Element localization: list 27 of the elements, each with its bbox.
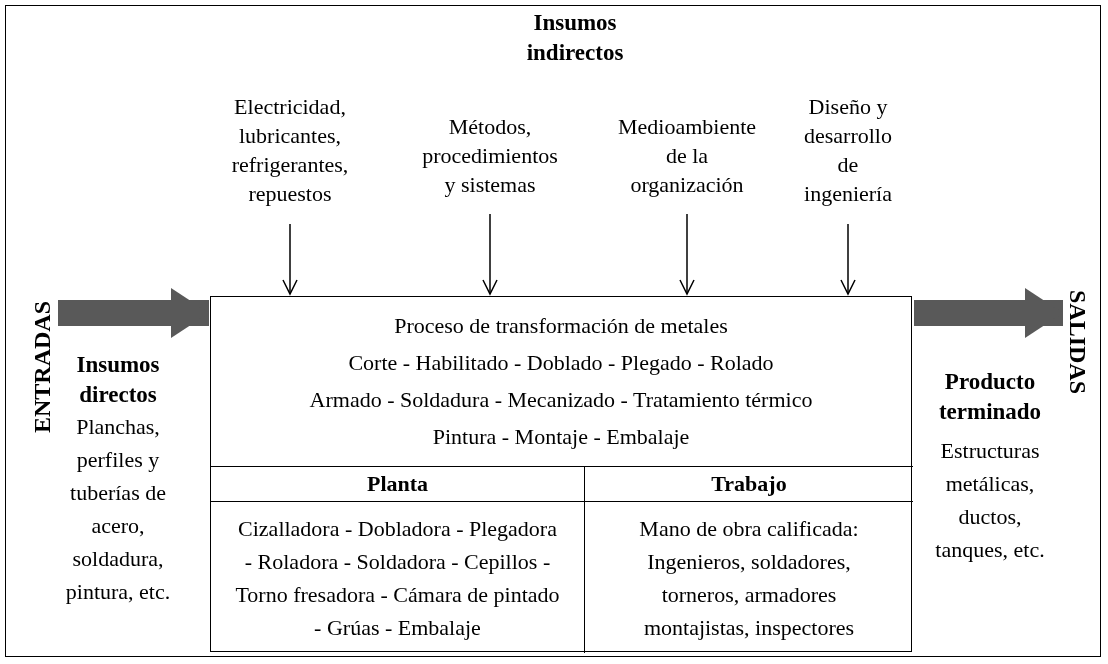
heading: Producto terminado (937, 368, 1043, 426)
heading: Insumos indirectos (525, 9, 625, 67)
arrow (482, 213, 498, 295)
arrow (914, 288, 1063, 338)
process-text: Pintura - Montaje - Embalaje (431, 423, 691, 451)
table-column (584, 466, 913, 653)
description-text: Planchas, perfiles y tuberías de acero, soldadura, pintura, etc. (64, 413, 172, 606)
heading: Insumos directos (75, 351, 161, 409)
arrow (58, 288, 209, 338)
process-box (210, 296, 912, 652)
process-text: Proceso de transformación de metales (393, 312, 729, 340)
input-text: Diseño y desarrollo de ingeniería (793, 80, 903, 220)
input-text: Métodos, procedimientos y sistemas (415, 100, 565, 210)
arrow (679, 213, 695, 295)
column-text: Mano de obra calificada: Ingenieros, soldadores, torneros, armadores montajistas, inspectores (638, 514, 860, 642)
description-text: Estructuras metálicas, ductos, tanques, etc. (934, 437, 1046, 564)
process-text: Armado - Soldadura - Mecanizado - Tratamiento térmico (308, 386, 814, 414)
arrow (840, 223, 856, 295)
column-header: Planta (211, 467, 584, 502)
input-text: Medioambiente de la organización (612, 100, 762, 210)
column-header: Trabajo (585, 467, 913, 502)
process-text: Corte - Habilitado - Doblado - Plegado - Rolado (347, 349, 775, 377)
column-text: Cizalladora - Dobladora - Plegadora - Roladora - Soldadora - Cepillos - Torno fresadora - Cámara de pintado - Grúas - Embalaje (234, 514, 561, 642)
side-title: ENTRADAS (28, 262, 56, 472)
input-text: Electricidad, lubricantes, refrigerantes, repuestos (220, 80, 360, 220)
arrow (282, 223, 298, 295)
side-title: SALIDAS (1064, 262, 1092, 422)
